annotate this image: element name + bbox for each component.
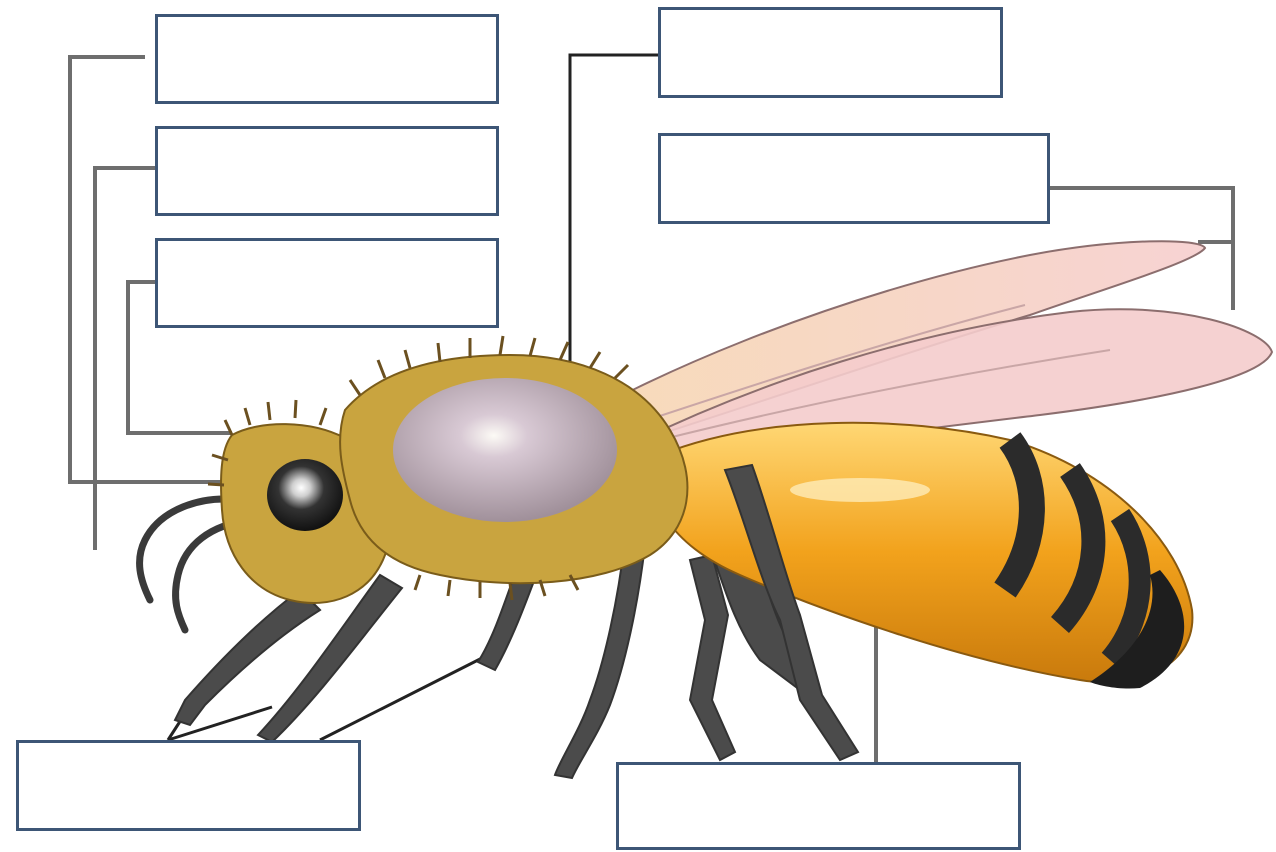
leader-line-4 (570, 55, 658, 380)
thorax-sheen (393, 378, 617, 522)
label-box-2[interactable] (155, 126, 499, 216)
leader-line-2 (95, 168, 155, 550)
label-box-6[interactable] (16, 740, 361, 831)
leader-line-7c (320, 655, 488, 740)
label-box-3[interactable] (155, 238, 499, 328)
label-box-4[interactable] (658, 7, 1003, 98)
label-box-7[interactable] (616, 762, 1021, 850)
label-box-1[interactable] (155, 14, 499, 104)
abdomen (654, 423, 1193, 689)
thorax (340, 336, 687, 600)
compound-eye (267, 459, 343, 531)
label-box-5[interactable] (658, 133, 1050, 224)
